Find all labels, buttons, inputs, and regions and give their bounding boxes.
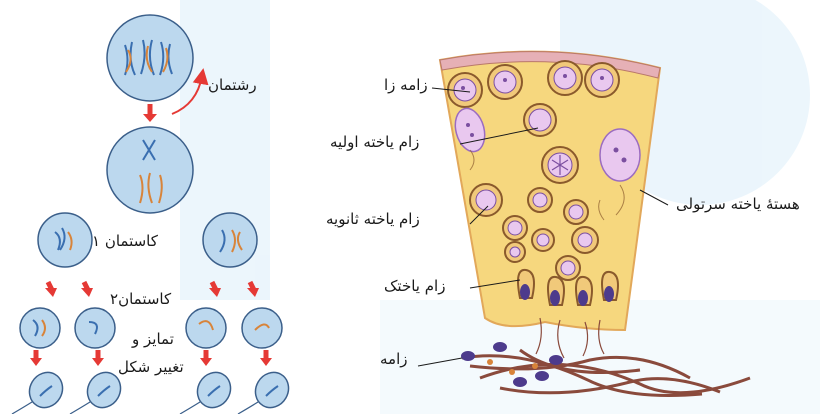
label-spermatid: زام یاختک	[384, 279, 445, 294]
label-differentiation-line2: تغییر شکل	[118, 360, 184, 375]
label-meiosis1: کاستمان ۱	[92, 234, 158, 249]
seminiferous-tubule	[440, 52, 660, 330]
cell-duplicated	[107, 127, 193, 213]
label-meiosis2: کاستمان۲	[110, 292, 171, 307]
cell-meiosis1-left	[38, 213, 92, 267]
label-spindle: رشتمان	[208, 78, 257, 93]
label-spermatogonium: زامه زا	[384, 78, 428, 93]
label-secondary-spermatocyte: زام یاخته ثانویه	[326, 212, 420, 227]
label-sertoli-nucleus: هستهٔ یاخته سرتولی	[676, 197, 800, 212]
cell-meiosis1-right	[203, 213, 257, 267]
label-sperm: زامه	[380, 352, 408, 367]
label-primary-spermatocyte: زام یاخته اولیه	[330, 135, 419, 150]
cell-diploid	[107, 15, 193, 101]
label-differentiation-line1: تمایز و	[132, 332, 174, 347]
